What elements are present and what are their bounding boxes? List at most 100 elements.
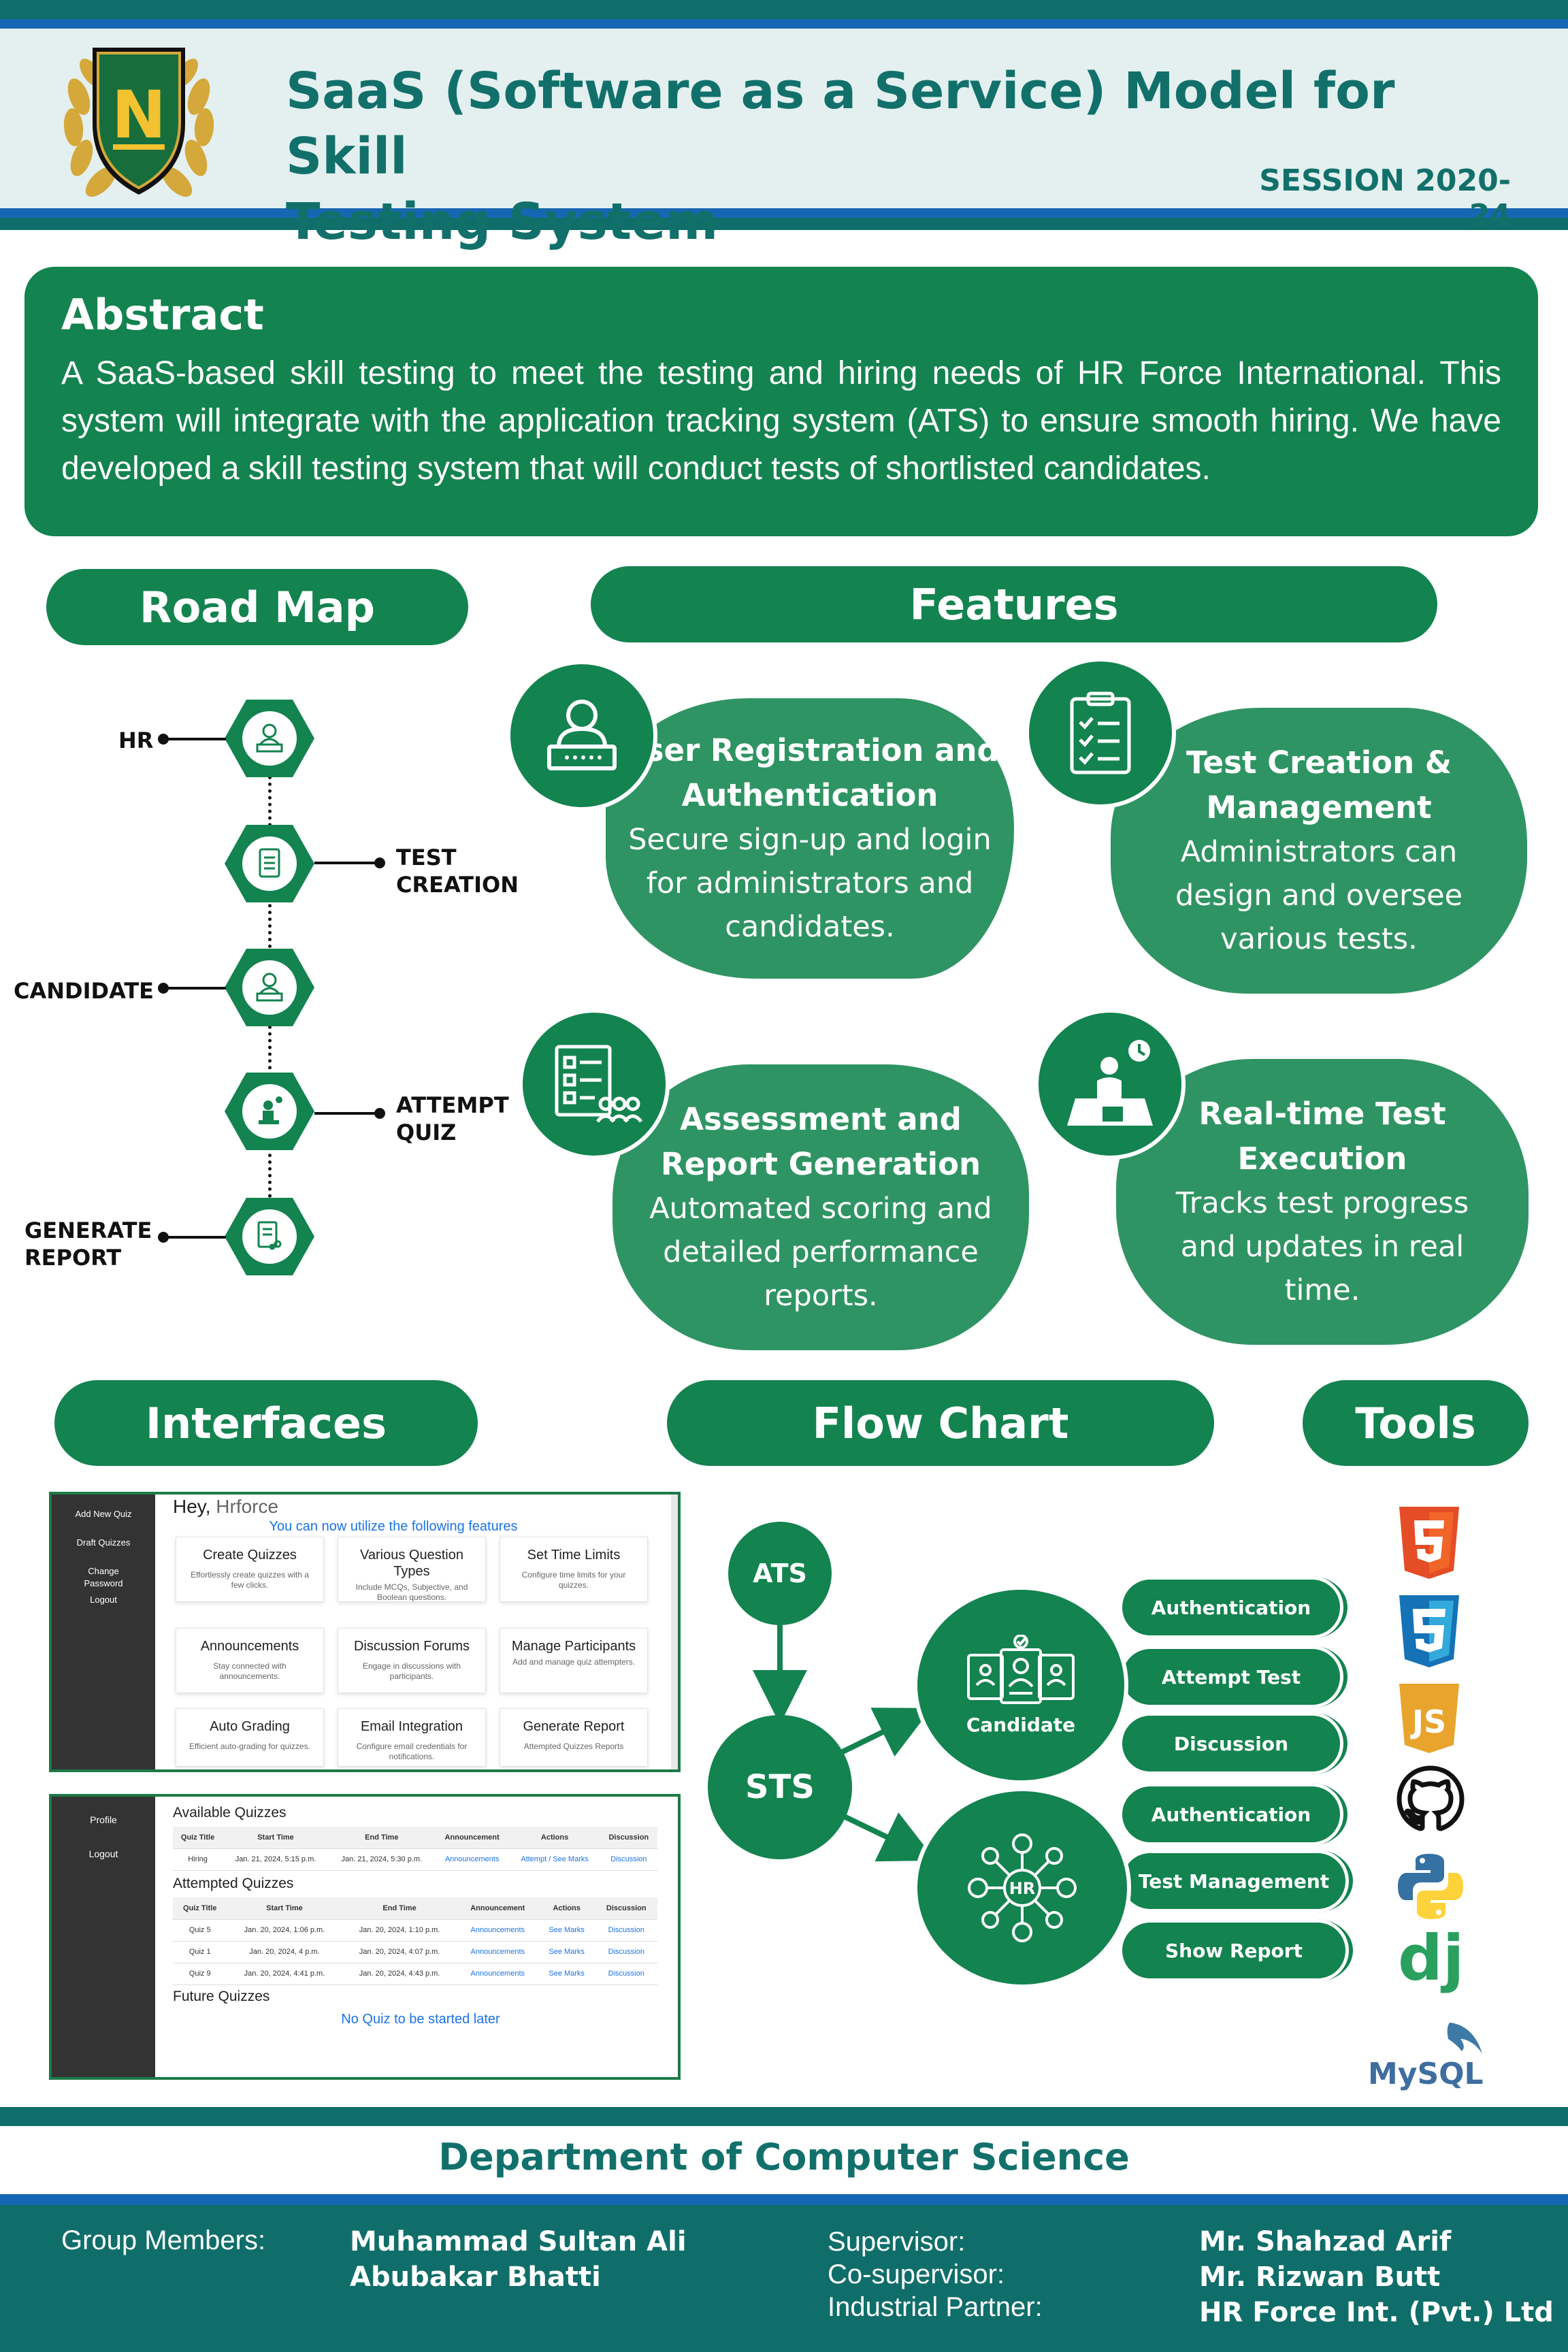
header-band	[0, 29, 1568, 208]
mysql-label: MySQL	[1368, 2057, 1484, 2091]
co-supervisor-name: Mr. Rizwan Butt	[1199, 2261, 1441, 2293]
supervisor-name: Mr. Shahzad Arif	[1199, 2226, 1452, 2257]
department-name: Department of Computer Science	[438, 2136, 1130, 2178]
screen1-sidebar: Add New Quiz Draft Quizzes Change Passwo…	[52, 1494, 155, 1769]
interface-screenshot-2: Profile Logout Available Quizzes Quiz Ti…	[49, 1794, 681, 2080]
javascript-icon: JS	[1396, 1684, 1462, 1758]
abstract-body: A SaaS-based skill testing to meet the t…	[61, 355, 1501, 487]
flowchart-hr-show-report: Show Report	[1119, 1919, 1349, 1982]
roadmap-line-generate-report	[163, 1236, 226, 1239]
screen1-sidebar-change-password[interactable]: Change Password	[84, 1566, 123, 1588]
checklist-clipboard-icon	[1025, 657, 1176, 808]
screen2-sidebar-profile[interactable]: Profile	[90, 1814, 117, 1825]
candidates-icon	[967, 1634, 1075, 1704]
abstract-panel: Abstract A SaaS-based skill testing to m…	[24, 267, 1538, 536]
footer-band	[0, 2205, 1568, 2352]
screen1-sidebar-logout[interactable]: Logout	[90, 1595, 117, 1605]
roadmap-line-attempt-quiz	[314, 1112, 380, 1115]
flowchart-arrows	[753, 1613, 936, 1862]
supervisor-roles: Supervisor: Co-supervisor: Industrial Pa…	[828, 2227, 1043, 2322]
roadmap-hex-hr	[223, 698, 316, 779]
attempted-quizzes-title: Attempted Quizzes	[173, 1876, 294, 1891]
session-label: SESSION 2020-24	[1259, 163, 1511, 233]
flowchart-node-ats: ATS	[728, 1522, 832, 1625]
flowchart-candidate-attempt-test: Attempt Test	[1119, 1646, 1343, 1708]
announcements-link[interactable]: Announcements	[457, 1919, 538, 1942]
roadmap-line-hr	[163, 738, 226, 740]
announcements-link[interactable]: Announcements	[434, 1848, 510, 1871]
discussion-link[interactable]: Discussion	[595, 1963, 657, 1985]
interface-screenshot-1: Add New Quiz Draft Quizzes Change Passwo…	[49, 1492, 681, 1772]
roadmap-hex-attempt-quiz	[223, 1071, 316, 1152]
header-bottom-accent	[0, 208, 1568, 218]
screen1-subtitle: You can now utilize the following featur…	[269, 1519, 518, 1534]
flowchart-candidate-authentication: Authentication	[1119, 1576, 1343, 1639]
assessment-report-icon	[519, 1009, 670, 1160]
top-bar	[0, 0, 1568, 19]
see-marks-link[interactable]: See Marks	[538, 1919, 595, 1942]
feature-test-creation: Test Creation & Management Administrator…	[1111, 708, 1527, 994]
page-title: SaaS (Software as a Service) Model for S…	[286, 59, 1443, 255]
member-1: Muhammad Sultan Ali	[350, 2226, 687, 2257]
future-quizzes-title: Future Quizzes	[173, 1989, 270, 2004]
roadmap-label-candidate: CANDIDATE	[14, 978, 154, 1004]
see-marks-link[interactable]: See Marks	[538, 1963, 595, 1985]
screen1-scrollbar[interactable]	[671, 1494, 678, 1769]
discussion-link[interactable]: Discussion	[595, 1919, 657, 1942]
candidate-label: Candidate	[966, 1713, 1076, 1736]
screen1-sidebar-add-quiz[interactable]: Add New Quiz	[75, 1509, 132, 1519]
attempt-link[interactable]: Attempt / See Marks	[509, 1848, 600, 1871]
github-icon	[1396, 1765, 1465, 1840]
announcements-link[interactable]: Announcements	[457, 1963, 538, 1985]
tools-heading: Tools	[1303, 1380, 1529, 1466]
roadmap-hex-generate-report	[223, 1196, 316, 1277]
screen1-sidebar-draft-quizzes[interactable]: Draft Quizzes	[76, 1537, 131, 1548]
available-quizzes-title: Available Quizzes	[173, 1805, 287, 1820]
see-marks-link[interactable]: See Marks	[538, 1941, 595, 1963]
footer-top-bar	[0, 2107, 1568, 2126]
html5-icon	[1396, 1507, 1462, 1584]
roadmap-heading: Road Map	[46, 569, 468, 645]
django-icon: dj	[1398, 1922, 1465, 1995]
flowchart-node-hr: HR	[913, 1787, 1131, 1989]
feature-realtime-execution: Real-time Test Execution Tracks test pro…	[1116, 1059, 1529, 1345]
member-2: Abubakar Bhatti	[350, 2261, 601, 2293]
screen2-sidebar-logout[interactable]: Logout	[88, 1848, 118, 1859]
university-logo: N	[59, 35, 219, 201]
announcements-link[interactable]: Announcements	[457, 1941, 538, 1963]
discussion-link[interactable]: Discussion	[595, 1941, 657, 1963]
screen1-greeting: Hey, Hrforce	[173, 1496, 279, 1517]
flowchart-candidate-discussion: Discussion	[1119, 1712, 1343, 1775]
title-line-2: Testing System	[286, 193, 719, 251]
css3-icon	[1396, 1595, 1462, 1672]
flowchart-hr-authentication: Authentication	[1119, 1783, 1343, 1846]
industrial-partner-name: HR Force Int. (Pvt.) Ltd	[1199, 2297, 1554, 2328]
footer-accent	[0, 2194, 1568, 2205]
features-heading: Features	[591, 566, 1437, 642]
javascript-label: JS	[1410, 1703, 1446, 1740]
flowchart-hr-test-management: Test Management	[1119, 1850, 1349, 1912]
screen2-sidebar: Profile Logout	[52, 1797, 155, 2077]
discussion-link[interactable]: Discussion	[600, 1848, 657, 1871]
group-members-label: Group Members:	[61, 2225, 266, 2255]
interfaces-heading: Interfaces	[54, 1380, 478, 1466]
